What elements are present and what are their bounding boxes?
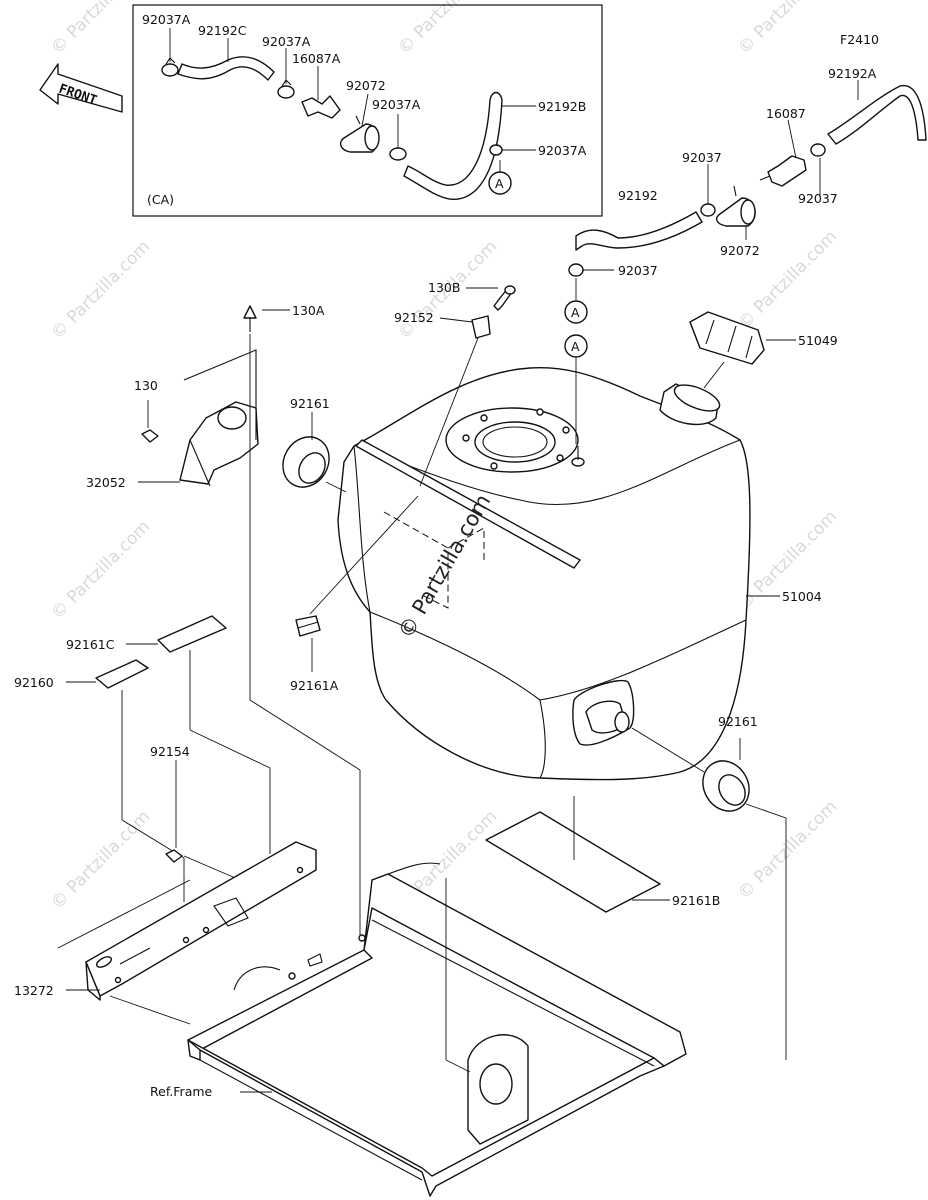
bolt-130B[interactable] <box>466 285 516 311</box>
filter-16087A[interactable] <box>301 95 341 119</box>
label-92072[interactable]: 92072 <box>346 78 386 93</box>
valve-92072[interactable] <box>715 185 756 227</box>
valve-92072-ca[interactable] <box>339 115 380 153</box>
bracket-13272[interactable] <box>57 841 317 1025</box>
label-92161[interactable]: 92161 <box>290 396 330 411</box>
inset-label: (CA) <box>147 192 174 207</box>
label-92161B[interactable]: 92161B <box>672 893 720 908</box>
label-92192A[interactable]: 92192A <box>828 66 877 81</box>
label-16087[interactable]: 16087 <box>766 106 806 121</box>
watermark: © Partzilla.com <box>394 0 501 59</box>
label-92037A[interactable]: 92037A <box>538 143 587 158</box>
label-ref-frame: Ref.Frame <box>150 1084 213 1099</box>
front-arrow: FRONT <box>39 63 123 113</box>
label-92154[interactable]: 92154 <box>150 744 190 759</box>
clamp-92037A-4[interactable] <box>489 144 503 156</box>
pad-92161B[interactable] <box>485 796 670 913</box>
label-92192[interactable]: 92192 <box>618 188 658 203</box>
marker-a-label: A <box>571 305 580 320</box>
label-92037A[interactable]: 92037A <box>372 97 421 112</box>
clamp-92037A-2[interactable] <box>277 79 295 99</box>
label-32052[interactable]: 32052 <box>86 475 126 490</box>
filter-16087[interactable] <box>759 155 807 187</box>
label-92037[interactable]: 92037 <box>682 150 722 165</box>
label-92192C[interactable]: 92192C <box>198 23 247 38</box>
label-92192B[interactable]: 92192B <box>538 99 586 114</box>
right-group-leaders <box>575 80 859 300</box>
label-92161[interactable]: 92161 <box>718 714 758 729</box>
marker-a-hose: A <box>564 300 588 324</box>
watermark: © Partzilla.com <box>47 0 154 59</box>
label-92160[interactable]: 92160 <box>14 675 54 690</box>
inset-hose-92192C[interactable] <box>177 56 275 81</box>
label-16087A[interactable]: 16087A <box>292 51 341 66</box>
figure-code: F2410 <box>840 32 879 47</box>
hose-92192A[interactable] <box>827 84 927 145</box>
inset-hose-92192B[interactable] <box>403 91 503 201</box>
label-92037[interactable]: 92037 <box>618 263 658 278</box>
hose-92192[interactable] <box>575 211 703 251</box>
inset-leaders <box>169 28 536 172</box>
clamp-92037-right[interactable] <box>810 143 826 157</box>
marker-a-label: A <box>495 176 504 191</box>
watermark: © Partzilla.com <box>47 517 154 624</box>
watermark: © Partzilla.com <box>47 237 154 344</box>
pad-92161C[interactable] <box>126 615 271 854</box>
bolt-130[interactable] <box>141 400 159 443</box>
grommet-92161-upper[interactable] <box>274 412 347 496</box>
inset-ca-box: (CA) <box>132 4 603 217</box>
marker-a-tank: A <box>564 334 588 444</box>
cap-51049[interactable] <box>689 311 796 389</box>
label-130A[interactable]: 130A <box>292 303 325 318</box>
grommet-92152[interactable] <box>419 315 491 487</box>
fuel-tank-51004[interactable] <box>337 366 751 781</box>
clamp-92037A-3[interactable] <box>389 147 407 161</box>
clamp-92037-lower[interactable] <box>568 263 584 277</box>
label-51004[interactable]: 51004 <box>782 589 822 604</box>
marker-a-inset: A <box>488 171 512 195</box>
label-51049[interactable]: 51049 <box>798 333 838 348</box>
label-92161C[interactable]: 92161C <box>66 637 115 652</box>
clamp-92037-mid[interactable] <box>700 203 716 217</box>
label-13272[interactable]: 13272 <box>14 983 54 998</box>
grommet-92161-lower[interactable] <box>631 727 787 1060</box>
marker-a-label: A <box>571 339 580 354</box>
label-92152[interactable]: 92152 <box>394 310 434 325</box>
bracket-32052[interactable] <box>138 334 361 936</box>
label-130B[interactable]: 130B <box>428 280 460 295</box>
label-92161A[interactable]: 92161A <box>290 678 339 693</box>
label-92072[interactable]: 92072 <box>720 243 760 258</box>
watermark: © Partzilla.com <box>734 0 841 59</box>
label-92037[interactable]: 92037 <box>798 191 838 206</box>
label-92037A[interactable]: 92037A <box>262 34 311 49</box>
watermark: © Partzilla.com <box>47 807 154 914</box>
bolt-130A[interactable] <box>243 305 290 332</box>
bushing-92161A[interactable] <box>295 495 419 672</box>
label-92037A[interactable]: 92037A <box>142 12 191 27</box>
ref-frame <box>187 862 687 1197</box>
watermark: © Partzilla.com <box>734 797 841 904</box>
label-130[interactable]: 130 <box>134 378 158 393</box>
screw-92154[interactable] <box>165 760 241 881</box>
